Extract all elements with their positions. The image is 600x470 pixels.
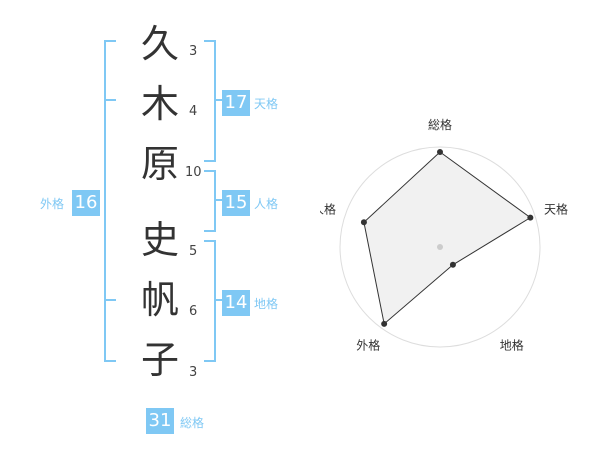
stroke-count-1: 3 xyxy=(189,44,198,59)
chikaku-bracket xyxy=(204,240,216,362)
radar-chart: 総格 天格 地格 外格 人格 xyxy=(320,117,568,353)
jinkaku-label: 人格 xyxy=(254,197,279,211)
gaikaku-label: 外格 xyxy=(40,197,65,211)
stroke-count-3: 10 xyxy=(185,165,202,180)
radar-axis-label: 総格 xyxy=(428,117,452,132)
kanji-char-4: 史 xyxy=(140,218,179,262)
kanji-char-5: 帆 xyxy=(140,278,179,322)
jinkaku-badge: 15 xyxy=(222,190,250,216)
stroke-count-5: 6 xyxy=(189,304,198,319)
radar-axis-label: 人格 xyxy=(320,201,336,216)
chikaku-badge: 14 xyxy=(222,290,250,316)
soukaku-badge: 31 xyxy=(146,408,174,434)
radar-points xyxy=(360,149,534,327)
stroke-count-6: 3 xyxy=(189,365,198,380)
radar-point xyxy=(360,219,367,226)
stroke-count-4: 5 xyxy=(189,244,198,259)
chikaku-bracket-tick xyxy=(214,299,222,301)
gaikaku-bracket xyxy=(104,40,116,362)
kanji-char-2: 木 xyxy=(140,82,179,126)
tenkaku-bracket xyxy=(204,40,216,162)
tenkaku-bracket-tick xyxy=(214,99,222,101)
radar-area xyxy=(363,151,532,325)
gaikaku-bracket-tick xyxy=(104,99,116,101)
radar-axis-label: 地格 xyxy=(500,338,524,353)
radar-axis-label: 外格 xyxy=(356,338,380,353)
soukaku-label: 総格 xyxy=(180,416,205,430)
kanji-char-6: 子 xyxy=(140,338,179,382)
radar-axis-label: 天格 xyxy=(544,201,568,216)
stroke-count-2: 4 xyxy=(189,104,198,119)
gaikaku-badge: 16 xyxy=(72,190,100,216)
radar-center-dot xyxy=(437,244,443,250)
jinkaku-bracket-tick xyxy=(214,199,222,201)
tenkaku-badge: 17 xyxy=(222,90,250,116)
kanji-char-3: 原 xyxy=(140,142,179,186)
radar-point xyxy=(527,214,534,221)
jinkaku-bracket xyxy=(204,170,216,232)
kanji-char-1: 久 xyxy=(140,22,179,66)
tenkaku-label: 天格 xyxy=(254,97,279,111)
radar-point xyxy=(381,320,388,327)
chikaku-label: 地格 xyxy=(254,297,279,311)
radar-point xyxy=(449,261,456,268)
radar-point xyxy=(437,149,443,155)
gaikaku-bracket-tick xyxy=(104,299,116,301)
